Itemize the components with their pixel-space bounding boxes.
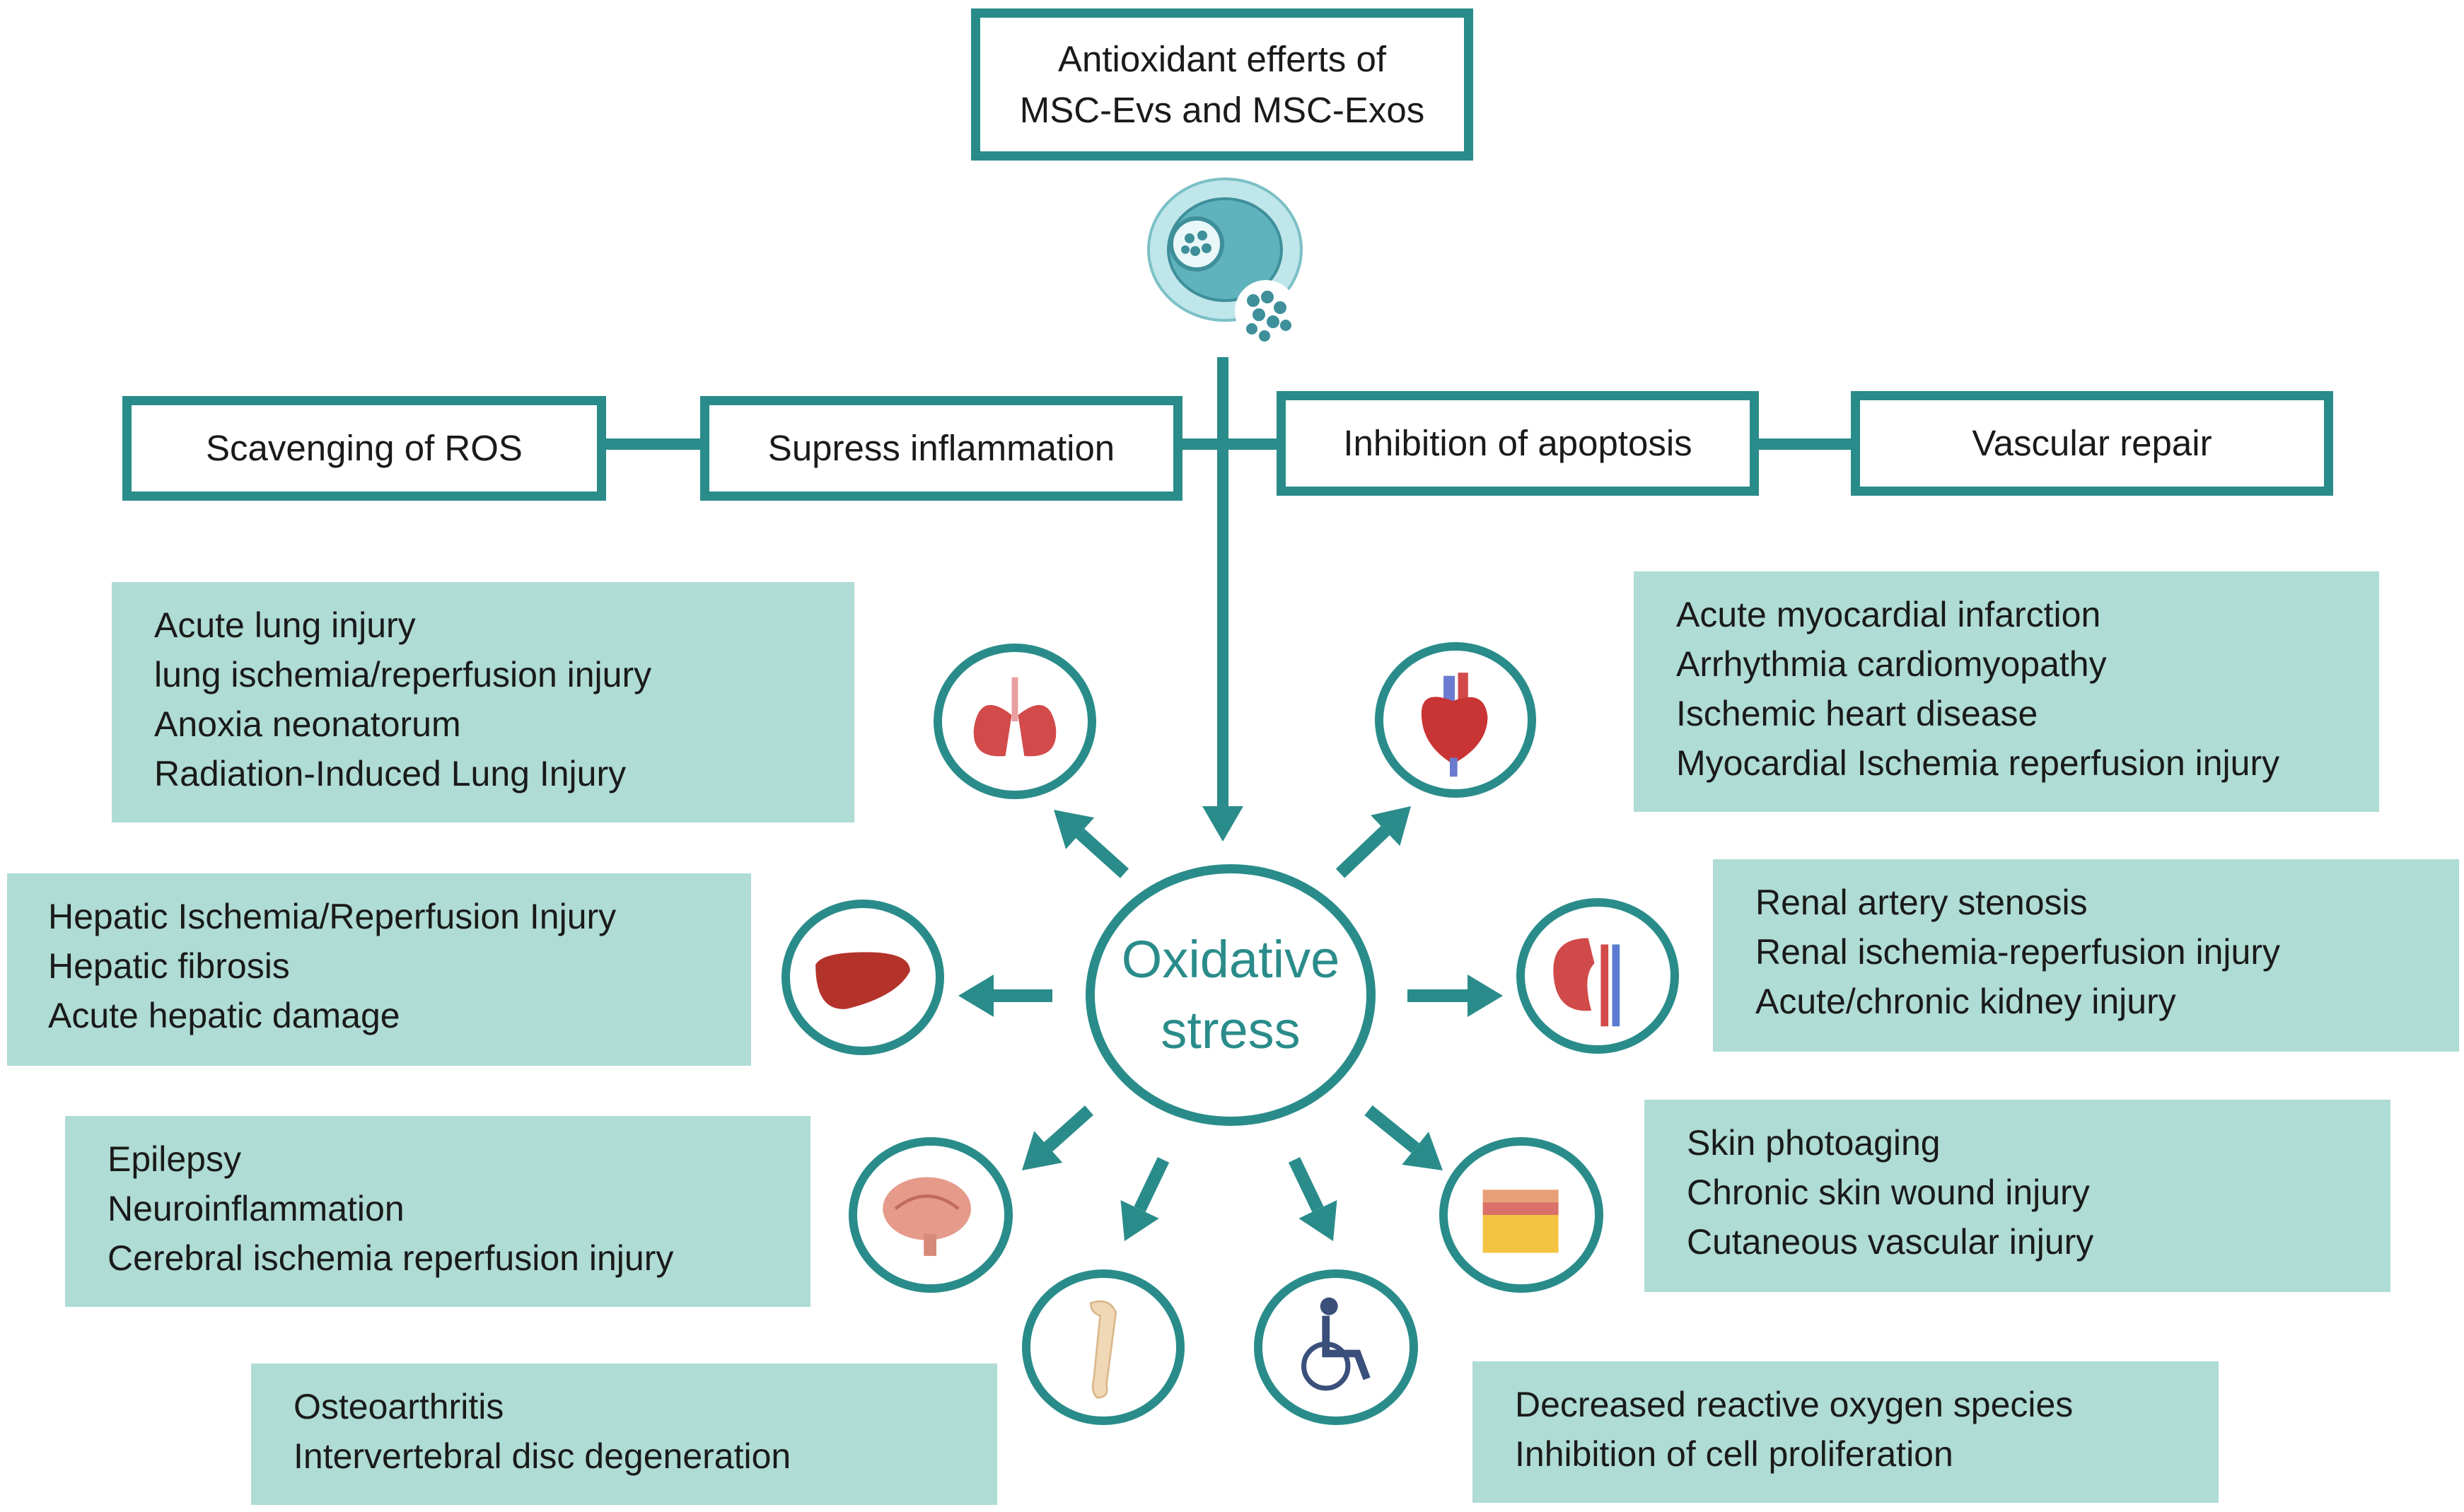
mechanism-apoptosis-label: Inhibition of apoptosis bbox=[1343, 423, 1692, 464]
liver-icon bbox=[815, 952, 910, 1009]
arrow-to-skin bbox=[1364, 1105, 1443, 1170]
arrow-to-kidney bbox=[1407, 975, 1503, 1017]
kidney-icon bbox=[1553, 938, 1620, 1027]
lung-circle bbox=[934, 644, 1096, 799]
heart-condition-2: Arrhythmia cardiomyopathy bbox=[1676, 644, 2107, 684]
mechanism-vascular-label: Vascular repair bbox=[1972, 423, 2212, 464]
header-line-2: MSC-Evs and MSC-Exos bbox=[1019, 89, 1425, 130]
arrow-to-heart bbox=[1335, 806, 1411, 878]
link-inflammation-apoptosis bbox=[1178, 438, 1284, 450]
skin-icon bbox=[1482, 1190, 1559, 1253]
kidney-condition-1: Renal artery stenosis bbox=[1755, 883, 2088, 922]
center-line-2: stress bbox=[1161, 1001, 1301, 1059]
heart-conditions-box: Acute myocardial infarction Arrhythmia c… bbox=[1634, 571, 2379, 812]
arrow-to-wheelchair bbox=[1288, 1157, 1337, 1241]
liver-condition-2: Hepatic fibrosis bbox=[48, 946, 290, 986]
brain-condition-1: Epilepsy bbox=[107, 1139, 241, 1179]
mechanism-vascular-box: Vascular repair bbox=[1851, 391, 2333, 496]
heart-condition-4: Myocardial Ischemia reperfusion injury bbox=[1676, 743, 2280, 783]
brain-condition-2: Neuroinflammation bbox=[107, 1189, 405, 1228]
liver-condition-1: Hepatic Ischemia/Reperfusion Injury bbox=[48, 897, 617, 936]
brain-circle bbox=[849, 1137, 1013, 1293]
lung-conditions-box: Acute lung injury lung ischemia/reperfus… bbox=[112, 582, 854, 822]
mechanism-inflammation-label: Supress inflammation bbox=[767, 428, 1115, 469]
lung-condition-3: Anoxia neonatorum bbox=[154, 704, 461, 744]
bone-conditions-box: Osteoarthritis Intervertebral disc degen… bbox=[251, 1363, 997, 1505]
heart-icon bbox=[1421, 673, 1488, 777]
lungs-icon bbox=[973, 677, 1057, 757]
liver-condition-3: Acute hepatic damage bbox=[48, 996, 400, 1035]
brain-icon bbox=[883, 1177, 972, 1256]
kidney-condition-2: Renal ischemia-reperfusion injury bbox=[1755, 932, 2280, 972]
mechanism-scavenging-label: Scavenging of ROS bbox=[206, 428, 523, 469]
wheelchair-icon bbox=[1301, 1297, 1371, 1391]
mechanism-apoptosis-box: Inhibition of apoptosis bbox=[1277, 391, 1759, 496]
skin-conditions-box: Skin photoaging Chronic skin wound injur… bbox=[1644, 1100, 2390, 1292]
skin-condition-2: Chronic skin wound injury bbox=[1687, 1173, 2090, 1212]
skin-condition-1: Skin photoaging bbox=[1687, 1123, 1941, 1163]
bone-icon bbox=[1089, 1300, 1117, 1399]
brain-condition-3: Cerebral ischemia reperfusion injury bbox=[107, 1238, 674, 1278]
arrow-to-bone bbox=[1120, 1157, 1170, 1241]
kidney-condition-3: Acute/chronic kidney injury bbox=[1755, 982, 2176, 1021]
other-effect-1: Decreased reactive oxygen species bbox=[1515, 1385, 2074, 1424]
bone-condition-1: Osteoarthritis bbox=[294, 1387, 504, 1426]
skin-condition-3: Cutaneous vascular injury bbox=[1687, 1222, 2094, 1262]
link-scavenging-inflammation bbox=[601, 438, 706, 450]
arrow-to-lung bbox=[1054, 810, 1129, 878]
arrow-to-liver bbox=[958, 975, 1052, 1017]
wheelchair-circle bbox=[1254, 1269, 1418, 1425]
lung-condition-1: Acute lung injury bbox=[154, 605, 416, 645]
lung-condition-2: lung ischemia/reperfusion injury bbox=[154, 655, 652, 694]
lung-condition-4: Radiation-Induced Lung Injury bbox=[154, 754, 627, 793]
brain-conditions-box: Epilepsy Neuroinflammation Cerebral isch… bbox=[65, 1116, 810, 1307]
other-effect-2: Inhibition of cell proliferation bbox=[1515, 1434, 1953, 1474]
liver-circle bbox=[781, 900, 944, 1055]
arrow-to-brain bbox=[1022, 1105, 1094, 1170]
oxidative-stress-circle: Oxidative stress bbox=[1086, 864, 1376, 1126]
bone-circle bbox=[1022, 1269, 1185, 1425]
mechanism-scavenging-box: Scavenging of ROS bbox=[122, 396, 606, 501]
trunk-arrowhead bbox=[1202, 806, 1243, 842]
skin-circle bbox=[1439, 1137, 1603, 1293]
kidney-circle bbox=[1516, 898, 1679, 1054]
header-line-1: Antioxidant efferts of bbox=[1057, 39, 1386, 80]
other-effects-box: Decreased reactive oxygen species Inhibi… bbox=[1472, 1361, 2219, 1503]
center-line-1: Oxidative bbox=[1121, 930, 1340, 989]
msc-cell-icon bbox=[1146, 173, 1315, 350]
header-box: Antioxidant efferts of MSC-Evs and MSC-E… bbox=[971, 8, 1473, 161]
liver-conditions-box: Hepatic Ischemia/Reperfusion Injury Hepa… bbox=[7, 873, 751, 1066]
link-apoptosis-vascular bbox=[1754, 438, 1856, 450]
trunk-line bbox=[1217, 357, 1228, 810]
mechanism-inflammation-box: Supress inflammation bbox=[700, 396, 1182, 501]
bone-condition-2: Intervertebral disc degeneration bbox=[294, 1436, 791, 1476]
heart-condition-3: Ischemic heart disease bbox=[1676, 694, 2038, 733]
heart-condition-1: Acute myocardial infarction bbox=[1676, 595, 2101, 634]
kidney-conditions-box: Renal artery stenosis Renal ischemia-rep… bbox=[1713, 859, 2459, 1052]
heart-circle bbox=[1375, 642, 1536, 798]
